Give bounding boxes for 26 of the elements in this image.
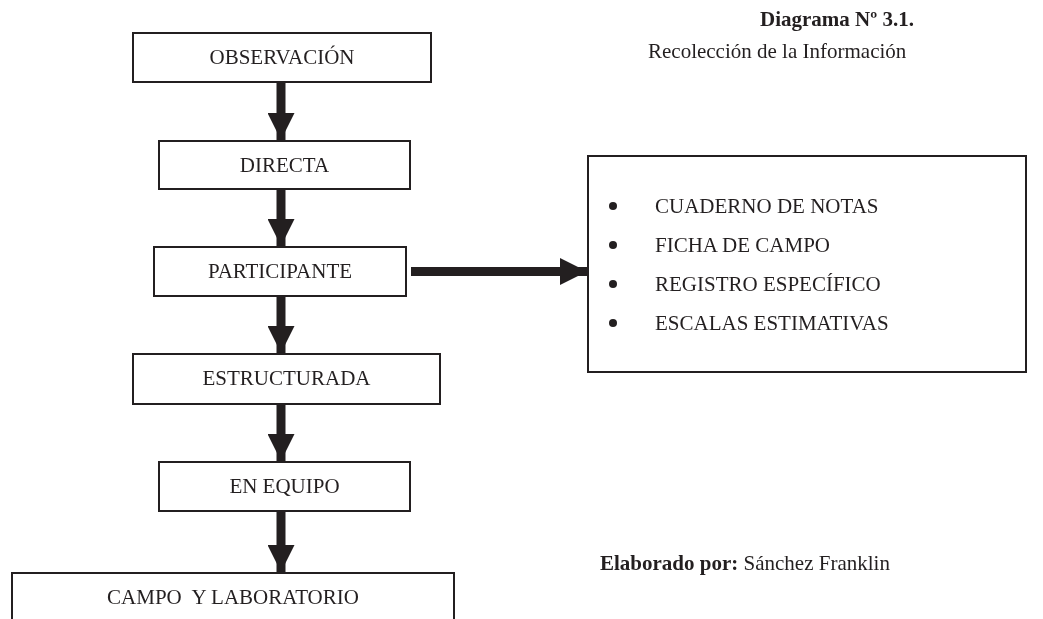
arrow [267, 405, 295, 461]
list-box [587, 155, 1027, 373]
list-item: REGISTRO ESPECÍFICO [655, 270, 881, 297]
box-label: EN EQUIPO [229, 473, 340, 500]
diagram-subtitle: Recolección de la Información [648, 38, 907, 64]
process-box [158, 461, 411, 512]
arrow [267, 297, 295, 353]
arrow [267, 83, 295, 140]
process-box [132, 353, 441, 405]
process-box [158, 140, 411, 190]
box-label: DIRECTA [239, 152, 330, 179]
process-box [132, 32, 432, 83]
list-item: FICHA DE CAMPO [655, 231, 831, 258]
box-label: ESTRUCTURADA [202, 365, 371, 392]
box-label: CAMPO Y LABORATORIO [107, 584, 359, 611]
list-item: ESCALAS ESTIMATIVAS [655, 309, 889, 336]
arrow [267, 190, 295, 246]
box-label: PARTICIPANTE [207, 258, 353, 285]
list-item: CUADERNO DE NOTAS [655, 192, 879, 219]
arrow [411, 258, 587, 285]
process-box [153, 246, 407, 297]
box-label: OBSERVACIÓN [209, 44, 355, 71]
author-note: Elaborado por: Sánchez Franklin [600, 550, 890, 576]
arrow [267, 512, 295, 572]
diagram-title: Diagrama Nº 3.1. [760, 6, 914, 32]
process-box [11, 572, 455, 619]
